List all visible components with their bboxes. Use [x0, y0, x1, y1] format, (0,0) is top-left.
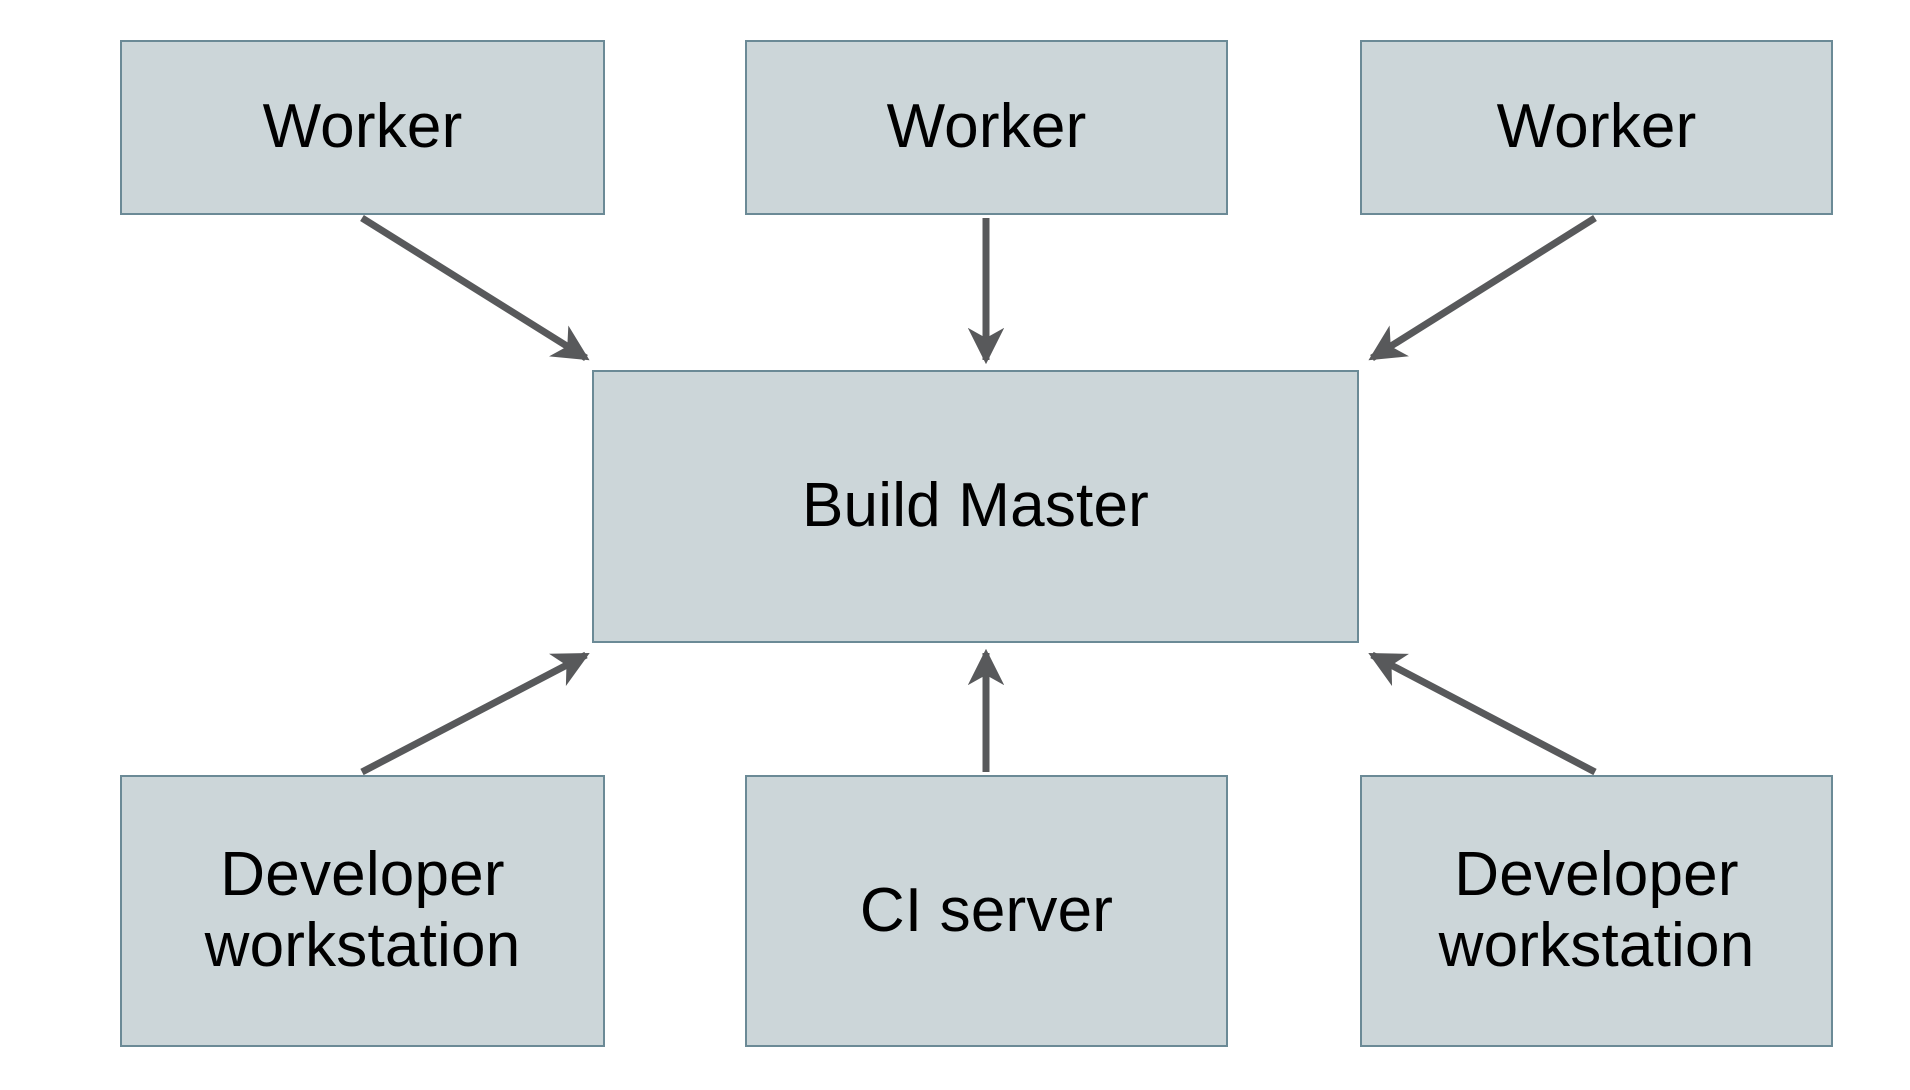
node-worker-3-label: Worker	[1496, 92, 1697, 162]
node-build-master-label: Build Master	[802, 471, 1149, 541]
edge-worker-1-to-build-master	[360, 215, 590, 361]
edge-worker-3-to-build-master	[1368, 215, 1597, 361]
node-worker-2-label: Worker	[886, 92, 1087, 162]
node-ci-server[interactable]: CI server	[745, 775, 1228, 1047]
node-developer-workstation-1-label: Developer workstation	[204, 840, 521, 980]
node-worker-2[interactable]: Worker	[745, 40, 1228, 215]
node-ci-server-label: CI server	[859, 875, 1114, 945]
node-developer-workstation-2-label: Developer workstation	[1438, 840, 1755, 980]
node-build-master[interactable]: Build Master	[592, 370, 1359, 643]
node-developer-workstation-2[interactable]: Developer workstation	[1360, 775, 1833, 1047]
edge-dev-ws-2-to-build-master	[1368, 651, 1597, 776]
node-worker-1-label: Worker	[262, 92, 463, 162]
node-worker-1[interactable]: Worker	[120, 40, 605, 215]
edge-dev-ws-1-to-build-master	[360, 651, 590, 776]
node-worker-3[interactable]: Worker	[1360, 40, 1833, 215]
node-developer-workstation-1[interactable]: Developer workstation	[120, 775, 605, 1047]
